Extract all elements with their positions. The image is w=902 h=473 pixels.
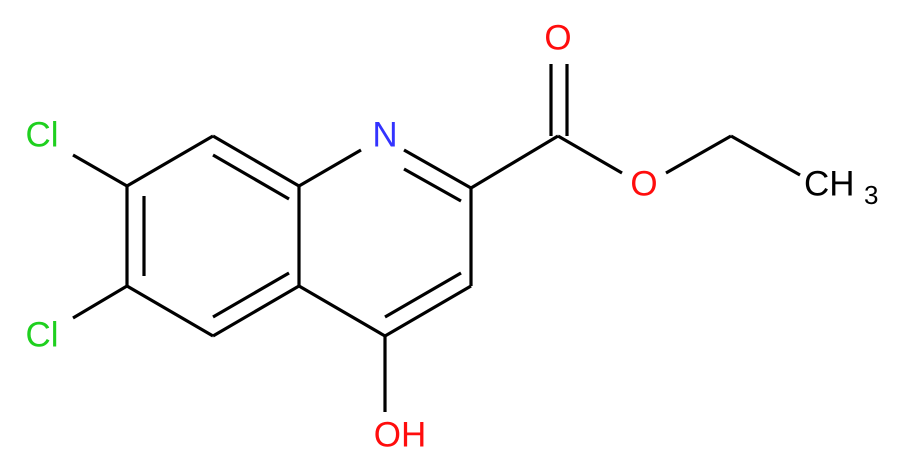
bond-c3-c4: [384, 284, 472, 338]
bond-c8-c8a: [212, 134, 300, 188]
chlorine-atom-top: Cl: [25, 115, 58, 154]
bond-c7-cl: [72, 153, 128, 188]
methyl-subscript: 3: [864, 180, 878, 210]
bond-n1-c2: [403, 148, 472, 190]
bond-ch2-ch3: [730, 134, 801, 177]
bond-c8-c8a-inner: [212, 153, 290, 201]
nitrogen-atom: N: [372, 115, 397, 154]
methyl-group: CH 3: [804, 164, 878, 210]
bond-c3-c4-inner: [384, 271, 462, 319]
benzene-ring-bonds: [125, 134, 301, 338]
pyridine-ring-bonds: [298, 148, 473, 338]
bond-c6-cl: [72, 284, 128, 320]
substituent-bonds: [72, 64, 801, 412]
bond-c4-c4a: [298, 284, 386, 338]
bond-c8a-n1: [298, 148, 362, 188]
bond-c-oester: [557, 134, 623, 175]
bond-c7-c8: [126, 134, 214, 188]
bond-c4a-c5: [212, 284, 300, 338]
ester-oxygen-atom: O: [630, 164, 657, 203]
bond-c5-c6: [126, 284, 214, 338]
bond-oester-ch2: [665, 134, 732, 175]
bond-c4a-c5-inner: [212, 271, 290, 319]
bond-c2-ccarbonyl: [470, 134, 559, 190]
bond-n1-c2-inner: [403, 167, 462, 203]
hydroxyl-group: OH: [374, 415, 427, 454]
carbonyl-oxygen-atom: O: [544, 18, 571, 57]
methyl-label: CH: [804, 164, 855, 203]
chlorine-atom-bottom: Cl: [25, 315, 58, 354]
